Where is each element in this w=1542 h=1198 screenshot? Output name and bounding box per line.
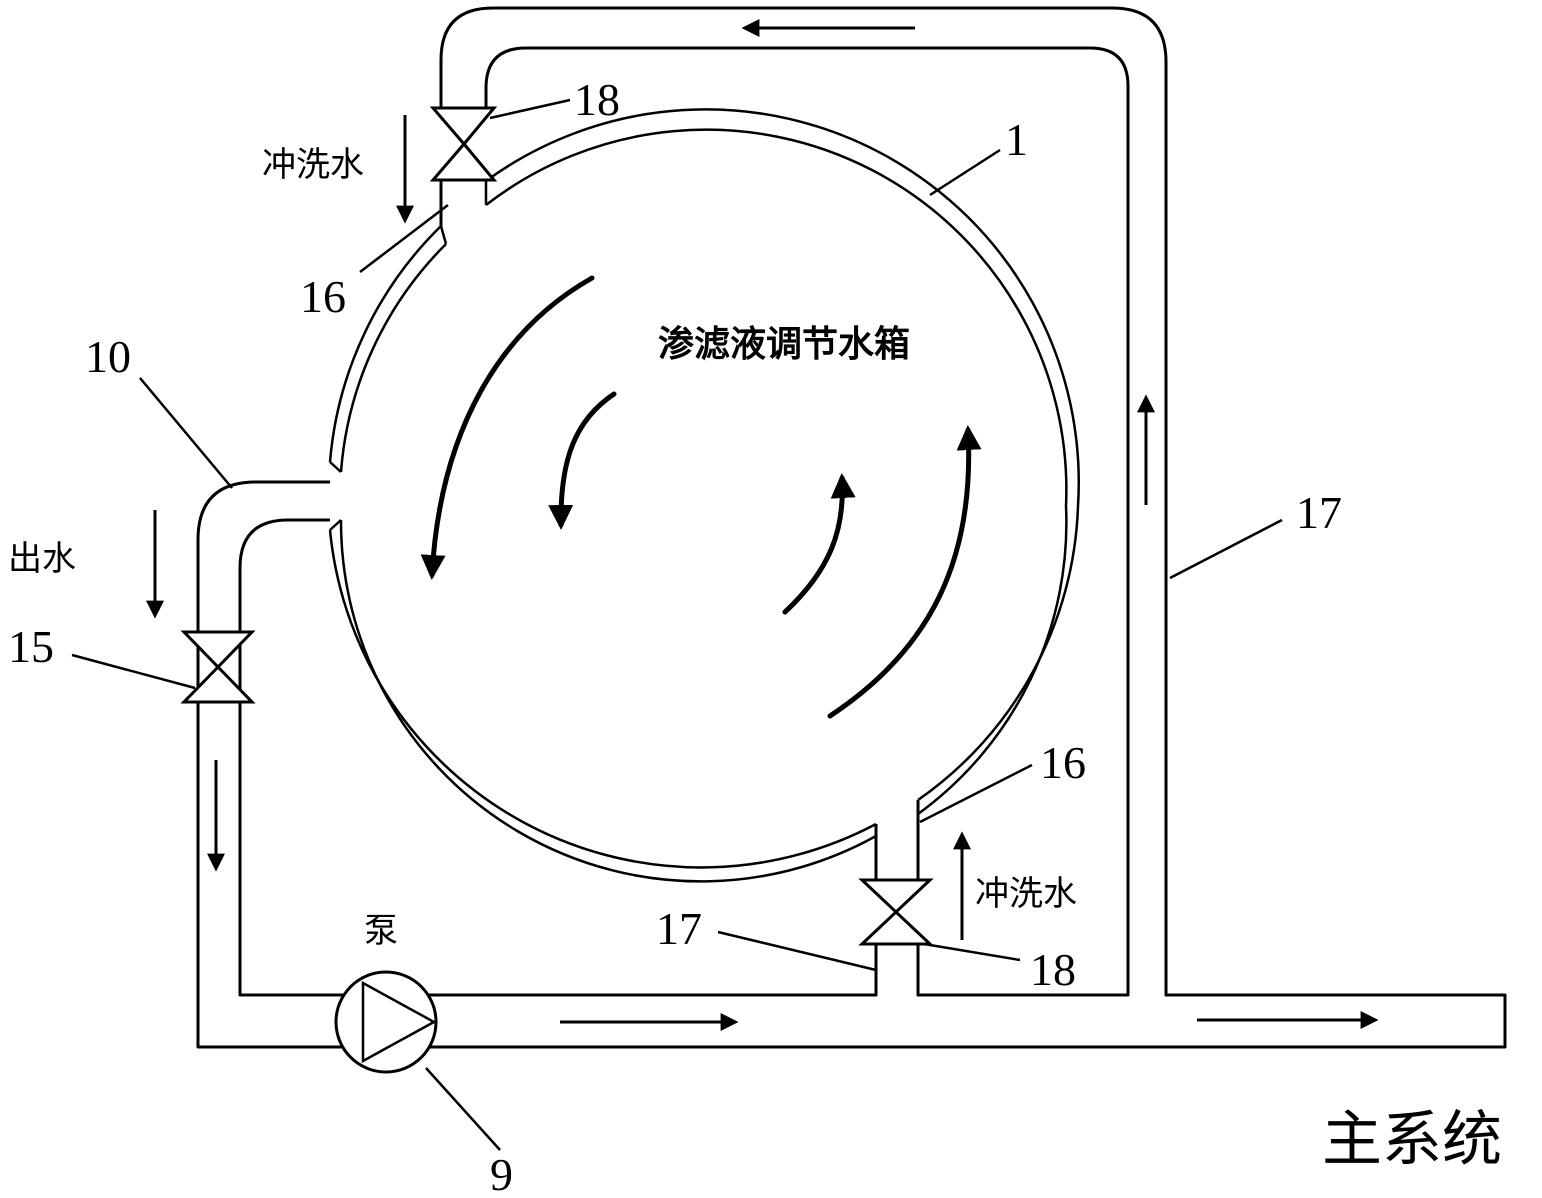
label-outlet-pipe: 10 (85, 331, 131, 382)
label-bottom-pipe: 17 (656, 903, 702, 954)
label-outlet-water: 出水 (8, 539, 76, 579)
label-pump: 泵 (364, 911, 398, 951)
label-flush-water-bottom: 冲洗水 (975, 874, 1077, 914)
label-tank: 渗滤液调节水箱 (658, 324, 910, 365)
swirl-flow-arrows (420, 275, 982, 719)
valve-top (429, 106, 498, 182)
label-pump-number: 9 (490, 1149, 513, 1198)
label-valve-bottom: 18 (1030, 944, 1076, 995)
return-loop-pipe (196, 6, 1507, 1049)
pipe-flow-arrows (146, 19, 1379, 1031)
label-flush-water-top: 冲洗水 (262, 145, 364, 185)
label-valve-top: 18 (574, 74, 620, 125)
pump (334, 970, 438, 1074)
label-nozzle-bottom: 16 (1040, 737, 1086, 788)
label-outlet-valve: 15 (8, 621, 54, 672)
leader-lines (71, 98, 1283, 1151)
label-tank-wall: 1 (1005, 114, 1028, 165)
top-nozzle-pipe (439, 180, 488, 226)
valve-bottom (858, 878, 934, 946)
label-main-system: 主系统 (1322, 1105, 1502, 1175)
label-return-pipe: 17 (1296, 487, 1342, 538)
valve-outlet (180, 630, 256, 704)
tank-wall (328, 108, 1080, 883)
label-nozzle-top: 16 (300, 271, 346, 322)
